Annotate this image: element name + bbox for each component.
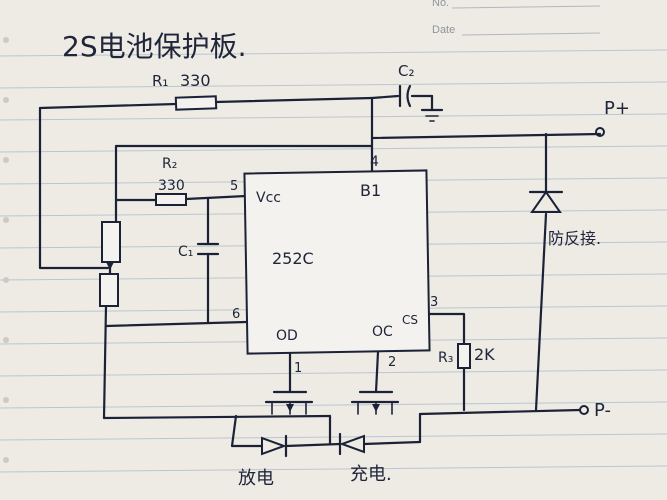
c2-designator: C₂ bbox=[398, 62, 415, 80]
r3-designator: R₃ bbox=[438, 350, 453, 366]
capacitor-c1 bbox=[196, 242, 220, 256]
wiper-arrow-icon bbox=[106, 262, 114, 270]
battery-cell-lower bbox=[99, 273, 119, 307]
ic-name: 252C bbox=[272, 249, 314, 268]
reverse-diode-label: 防反接. bbox=[548, 229, 601, 248]
capacitor-c2 bbox=[398, 84, 412, 108]
pin-number-2: 2 bbox=[388, 355, 396, 370]
ic-pin-od: OD bbox=[276, 328, 298, 344]
charge-label: 充电. bbox=[350, 464, 392, 485]
diagram-title: 2S电池保护板. bbox=[62, 30, 247, 63]
r3-value: 2K bbox=[474, 345, 495, 364]
resistor-r1 bbox=[174, 95, 218, 111]
diode-reverse-protection bbox=[528, 190, 564, 213]
r1-value: 330 bbox=[180, 71, 211, 90]
p-minus-label: P- bbox=[594, 400, 611, 421]
pin-number-5: 5 bbox=[230, 179, 238, 194]
pin-number-3: 3 bbox=[430, 295, 438, 310]
battery-cell-upper bbox=[101, 221, 121, 263]
mosfet-charge bbox=[350, 390, 400, 415]
r1-designator: R₁ bbox=[152, 72, 168, 90]
ic-252c bbox=[243, 169, 431, 355]
diode-charge bbox=[338, 432, 365, 456]
r2-value: 330 bbox=[158, 178, 185, 194]
pin-number-4: 4 bbox=[370, 154, 379, 170]
p-minus-terminal-icon bbox=[579, 405, 589, 415]
resistor-r3 bbox=[457, 343, 471, 369]
binding-holes bbox=[3, 37, 9, 463]
ic-pin-cs: CS bbox=[402, 313, 418, 327]
pin-number-1: 1 bbox=[294, 361, 302, 376]
circuit-wires bbox=[38, 94, 602, 448]
p-plus-label: P+ bbox=[604, 98, 630, 119]
discharge-label: 放电 bbox=[238, 468, 274, 489]
p-plus-terminal-icon bbox=[595, 127, 605, 137]
ground-icon bbox=[420, 108, 444, 122]
ic-pin-vcc: Vcc bbox=[256, 190, 281, 206]
header-date-label: Date bbox=[432, 24, 455, 36]
resistor-r2 bbox=[155, 193, 187, 206]
ic-pin-oc: OC bbox=[372, 324, 393, 340]
diode-discharge bbox=[261, 434, 288, 458]
r2-designator: R₂ bbox=[162, 156, 177, 172]
mosfet-discharge bbox=[264, 390, 314, 415]
pin-number-6: 6 bbox=[232, 307, 240, 322]
ic-pin-b1: B1 bbox=[360, 181, 381, 200]
c1-designator: C₁ bbox=[178, 244, 193, 260]
header-no-label: No. bbox=[432, 0, 449, 9]
